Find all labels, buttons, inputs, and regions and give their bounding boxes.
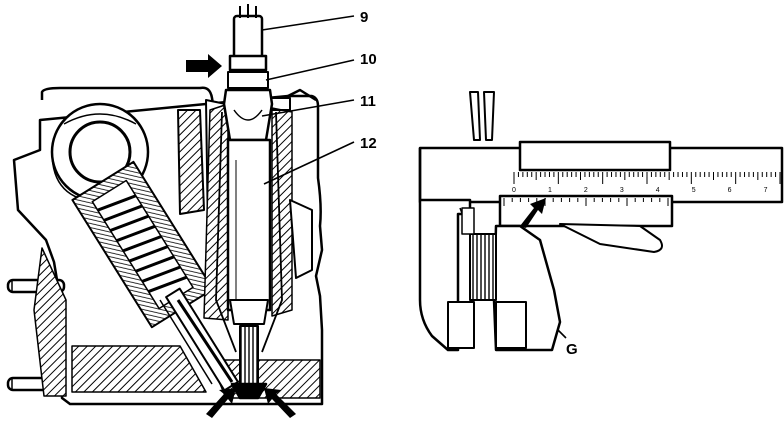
main-scale-label: 0: [512, 187, 516, 194]
main-scale-label: 7: [764, 187, 768, 194]
injector-body: [222, 4, 274, 400]
caliper-slider: [518, 140, 672, 172]
main-scale-label: 2: [584, 187, 588, 194]
flow-arrows: [186, 54, 296, 418]
arrow-up-left-icon: [264, 388, 296, 418]
leader-11: [261, 99, 355, 117]
measured-part-g: [469, 233, 497, 301]
arrow-up-right-icon: [206, 388, 236, 418]
main-scale-label: 1: [548, 187, 552, 194]
callout-g: G: [566, 341, 578, 358]
main-scale-label: 6: [728, 187, 732, 194]
callout-10: 10: [360, 51, 377, 68]
head-casting-outline: [12, 86, 324, 406]
lock-arrow-icon: [520, 198, 546, 228]
leader-9: [261, 15, 355, 31]
caliper-fixed-jaw: [418, 148, 472, 352]
callout-12: 12: [360, 135, 377, 152]
callout-11: 11: [360, 93, 376, 110]
main-scale-label: 3: [620, 187, 624, 194]
leader-12: [263, 141, 355, 185]
leader-10: [265, 59, 355, 81]
main-scale-labels: 0 1 2 3 4 5 6 7: [512, 187, 768, 194]
vernier-caliper: [418, 91, 784, 352]
cylinder-head-section: [6, 4, 324, 406]
main-scale-label: 5: [692, 187, 696, 194]
main-scale: [513, 172, 781, 184]
main-scale-label: 4: [656, 187, 660, 194]
vernier-scale: [503, 198, 669, 206]
arrow-right-icon: [186, 54, 222, 78]
callout-9: 9: [360, 9, 368, 26]
